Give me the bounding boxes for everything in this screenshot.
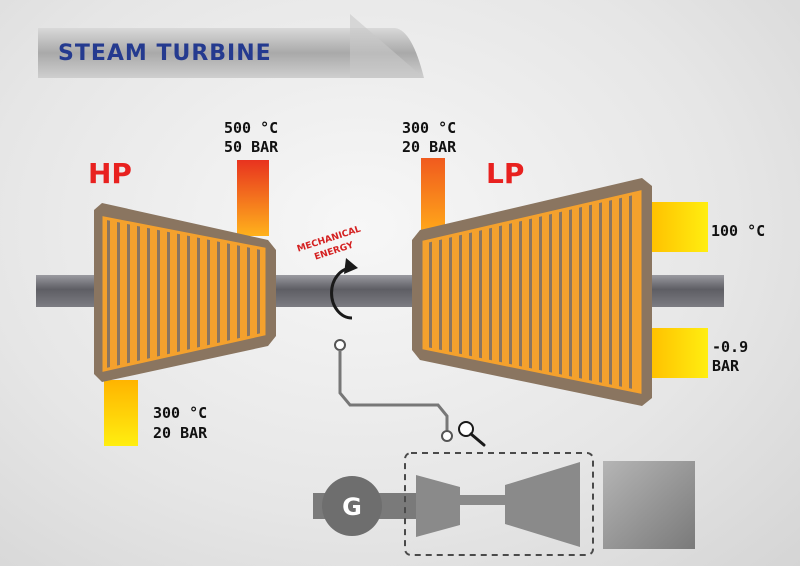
lp-outlet-bottom-unit: BAR (712, 357, 740, 375)
mini-schematic: G (313, 452, 695, 556)
rotation-arrow-icon (330, 258, 358, 320)
title-banner: STEAM TURBINE (38, 14, 424, 78)
hp-inlet-temp: 500 °C (224, 119, 278, 137)
hp-outlet-pipe (104, 380, 138, 446)
condenser-box (603, 461, 695, 549)
generator-label: G (342, 493, 362, 521)
hp-outlet-pressure: 20 BAR (153, 424, 208, 442)
lp-outlet-bottom-pipe (650, 328, 708, 378)
mini-shaft (460, 495, 505, 505)
lp-outlet-bottom-value: -0.9 (712, 338, 748, 356)
hp-outlet-temp: 300 °C (153, 404, 207, 422)
lp-turbine (412, 178, 652, 406)
hp-inlet-pressure: 50 BAR (224, 138, 279, 156)
hp-stage-label: HP (88, 157, 132, 190)
turbine-dashed-outline (404, 452, 594, 556)
zoom-magnifier-icon[interactable] (458, 421, 486, 447)
hp-turbine (94, 203, 276, 382)
lp-outlet-top-temp: 100 °C (711, 222, 765, 240)
hp-inlet-pipe (237, 160, 269, 236)
mechanical-energy-label: MECHANICAL ENERGY (296, 224, 362, 262)
connector-line (334, 339, 453, 442)
lp-inlet-temp: 300 °C (402, 119, 456, 137)
hp-blades (102, 216, 266, 372)
mini-lp-stage (505, 462, 580, 547)
title-arrow-tip (350, 14, 424, 78)
lp-stage-label: LP (486, 157, 524, 190)
lp-blades (422, 190, 642, 394)
generator (322, 476, 382, 536)
lp-inlet-pressure: 20 BAR (402, 138, 457, 156)
lp-outlet-top-pipe (650, 202, 708, 252)
mini-hp-stage (416, 475, 460, 537)
lp-inlet-pipe (421, 158, 445, 230)
page-title: STEAM TURBINE (58, 41, 272, 66)
title-banner-shape (38, 28, 424, 78)
